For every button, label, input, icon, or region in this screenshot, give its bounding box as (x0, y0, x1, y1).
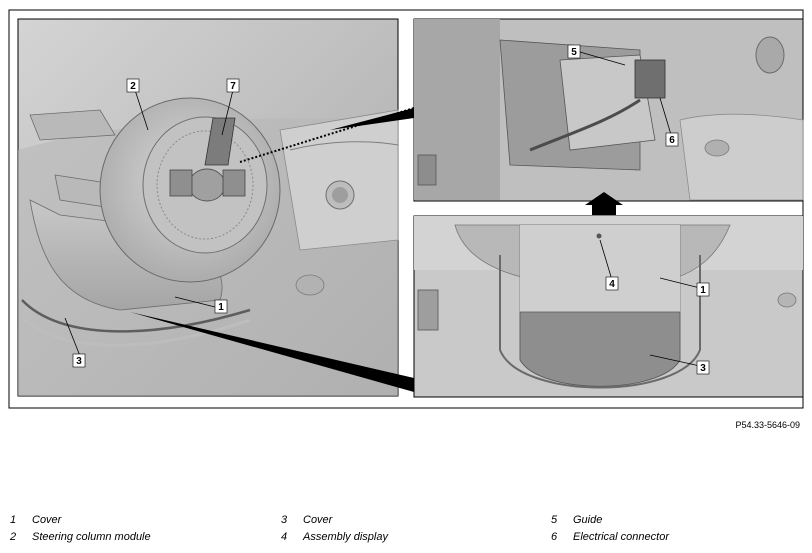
legend-text: Electrical connector (573, 531, 669, 543)
arrow-up-icon (585, 192, 623, 215)
figure-code: P54.33-5646-09 (735, 420, 800, 430)
legend-number: 3 (281, 514, 288, 526)
legend-text: Cover (32, 514, 62, 526)
callout-labels: 2 7 1 3 5 6 4 1 3 (72, 44, 710, 375)
svg-text:6: 6 (669, 135, 675, 146)
zoom-wedge-bottom (130, 312, 414, 392)
technical-illustration: 2 7 1 3 5 6 4 1 3 (8, 9, 804, 409)
legend-number: 4 (281, 531, 288, 543)
callout-1-main: 1 (214, 299, 228, 314)
callout-1-detail: 1 (696, 282, 710, 297)
svg-text:3: 3 (700, 363, 706, 374)
callout-7: 7 (226, 78, 240, 93)
callout-6: 6 (665, 132, 679, 147)
legend-text: Steering column module (32, 531, 151, 543)
legend-text: Guide (573, 514, 603, 526)
callout-3-detail: 3 (696, 360, 710, 375)
legend-text: Cover (303, 514, 333, 526)
svg-text:2: 2 (130, 81, 136, 92)
main-view-panel (17, 18, 399, 397)
callout-2: 2 (126, 78, 140, 93)
zoom-wedge-top (330, 108, 414, 130)
legend-text: Assembly display (303, 531, 388, 543)
legend-number: 1 (10, 514, 17, 526)
callout-4: 4 (605, 276, 619, 291)
callout-5: 5 (567, 44, 581, 59)
svg-text:3: 3 (76, 356, 82, 367)
legend-number: 5 (551, 514, 558, 526)
svg-text:7: 7 (230, 81, 236, 92)
detail-view-top (413, 18, 804, 202)
legend-number: 2 (10, 531, 17, 543)
svg-text:1: 1 (218, 302, 224, 313)
svg-text:1: 1 (700, 285, 706, 296)
svg-text:4: 4 (609, 279, 615, 290)
legend-number: 6 (551, 531, 558, 543)
callout-leaders (64, 51, 701, 367)
svg-text:5: 5 (571, 47, 577, 58)
detail-view-bottom (413, 215, 804, 398)
callout-3-main: 3 (72, 353, 86, 368)
